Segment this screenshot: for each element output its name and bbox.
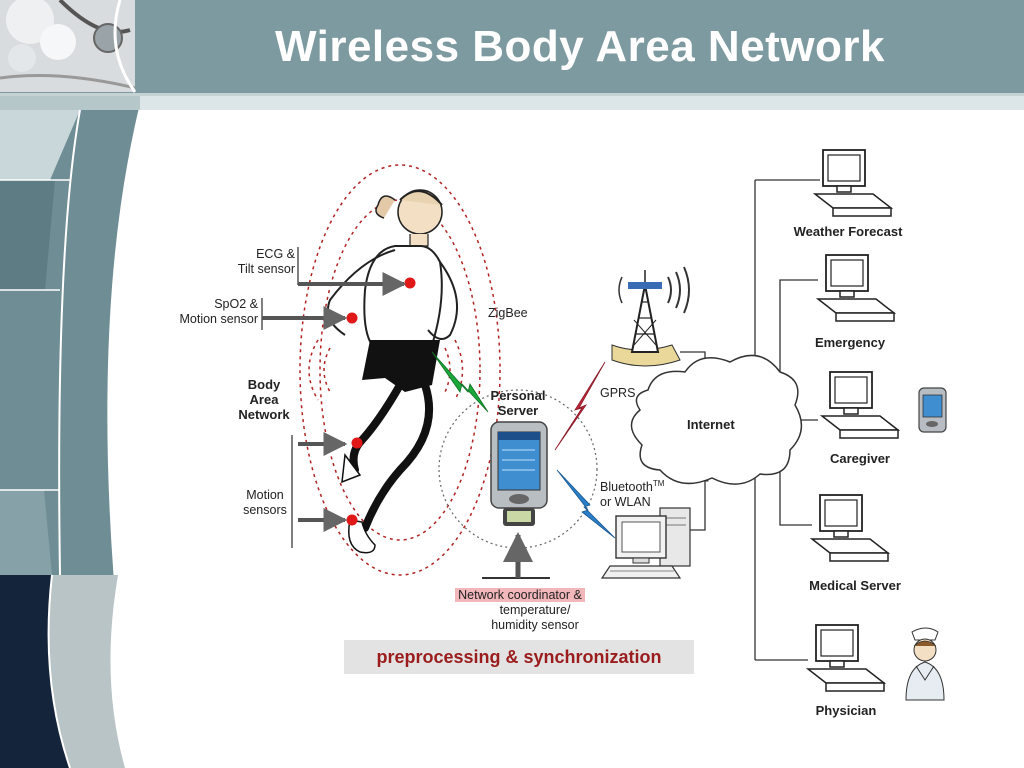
personal-server-label: Personal Server [478,388,558,418]
spo2-motion-label: SpO2 & Motion sensor [150,297,258,327]
pda-device [490,421,548,526]
monitor-icon-emergency [815,254,897,322]
motion-sensors-label: Motion sensors [230,488,300,518]
personal-server-line1: Personal [490,388,546,403]
gprs-label: GPRS [600,386,636,400]
personal-server-line2: Server [497,403,539,418]
ecg-tilt-label: ECG & Tilt sensor [200,247,295,277]
caregiver-pda-icon [918,387,947,433]
ban-label-line1: Body [247,377,281,392]
desktop-computer [600,507,691,579]
wlan-text: or WLAN [600,495,651,510]
header-band [0,0,1024,110]
physician-nurse-icon [905,627,945,701]
monitor-icon-caregiver [819,371,901,439]
monitor-icon-weather [812,149,894,217]
motion-label-line2: sensors [243,503,287,517]
humidity-text: humidity sensor [491,618,579,632]
spo2-label-line2: Motion sensor [179,312,258,326]
motion-sensor-dot-1 [351,437,363,449]
destination-emergency-label: Emergency [814,335,886,350]
spo2-label-line1: SpO2 & [214,297,258,311]
bluetooth-wlan-label: BluetoothTM or WLAN [600,476,664,510]
bluetooth-text: Bluetooth [600,480,653,495]
network-coordinator-text: Network coordinator & [455,588,585,602]
preprocessing-box: preprocessing & synchronization [344,640,694,674]
stethoscope-photo [0,0,137,93]
left-sidebar [0,109,142,768]
monitor-icon-physician [805,624,887,692]
gprs-bolt [554,361,606,451]
destination-caregiver-label: Caregiver [830,451,890,466]
spo2-sensor-dot [346,312,358,324]
ecg-label-line1: ECG & [256,247,295,261]
zigbee-label: ZigBee [488,306,528,320]
motion-label-line1: Motion [246,488,284,502]
destination-weather-label: Weather Forecast [793,224,903,239]
slide-title: Wireless Body Area Network [274,22,886,71]
gprs-tower [611,266,690,367]
network-coordinator-label: Network coordinator & temperature/ humid… [440,588,600,633]
internet-cloud [630,354,803,485]
zigbee-bolt [431,351,489,413]
bluetooth-bolt [556,469,616,539]
ban-label-line2: Area [249,392,279,407]
ecg-label-line2: Tilt sensor [237,262,295,276]
internet-label: Internet [687,417,735,432]
coordinator-arrow [482,532,550,579]
monitor-icon-medical-server [809,494,891,562]
ban-label-line3: Network [238,407,290,422]
destination-medical-server-label: Medical Server [809,578,901,593]
sensor-arrows [261,247,407,548]
temperature-text: temperature/ [499,603,571,617]
ecg-sensor-dot [404,277,416,289]
motion-sensor-dot-2 [346,514,358,526]
trademark-text: TM [652,479,665,488]
personal-server-range [438,389,598,549]
destination-physician-label: Physician [815,703,877,718]
body-area-ellipses [299,164,501,576]
body-area-network-label: Body Area Network [225,377,303,422]
